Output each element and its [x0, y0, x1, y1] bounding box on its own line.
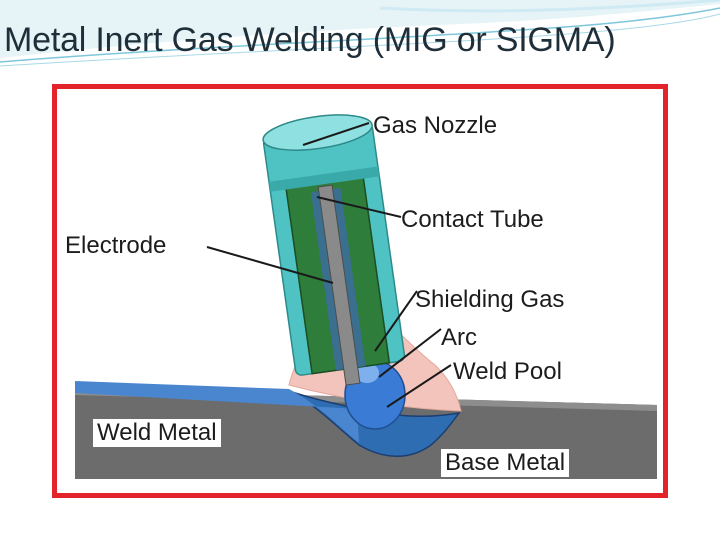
- electrode-wire: [317, 184, 361, 386]
- leader-electrode: [206, 246, 334, 284]
- nozzle-inner-band: [268, 166, 380, 192]
- slide-title: Metal Inert Gas Welding (MIG or SIGMA): [4, 21, 616, 59]
- welding-diagram-frame: Gas Nozzle Contact Tube Electrode Shield…: [52, 84, 668, 498]
- title-swoosh-decoration: [0, 0, 720, 67]
- label-base-metal: Base Metal: [441, 449, 570, 477]
- leader-shielding-gas: [374, 290, 418, 352]
- label-contact-tube: Contact Tube: [401, 206, 544, 233]
- leader-contact-tube: [316, 196, 402, 218]
- welding-torch: [262, 114, 406, 386]
- label-weld-metal: Weld Metal: [93, 419, 221, 447]
- leader-gas-nozzle: [302, 122, 370, 146]
- label-arc: Arc: [441, 324, 477, 351]
- leader-arc: [378, 328, 442, 378]
- leader-weld-pool: [386, 364, 452, 408]
- label-electrode: Electrode: [65, 232, 167, 259]
- weld-metal-sheen: [75, 381, 359, 443]
- label-gas-nozzle: Gas Nozzle: [373, 112, 498, 139]
- label-weld-pool: Weld Pool: [453, 358, 562, 385]
- leader-lines: [206, 122, 452, 408]
- arc-glow: [355, 363, 379, 383]
- gas-nozzle-top: [262, 114, 373, 151]
- label-shielding-gas: Shielding Gas: [415, 286, 565, 313]
